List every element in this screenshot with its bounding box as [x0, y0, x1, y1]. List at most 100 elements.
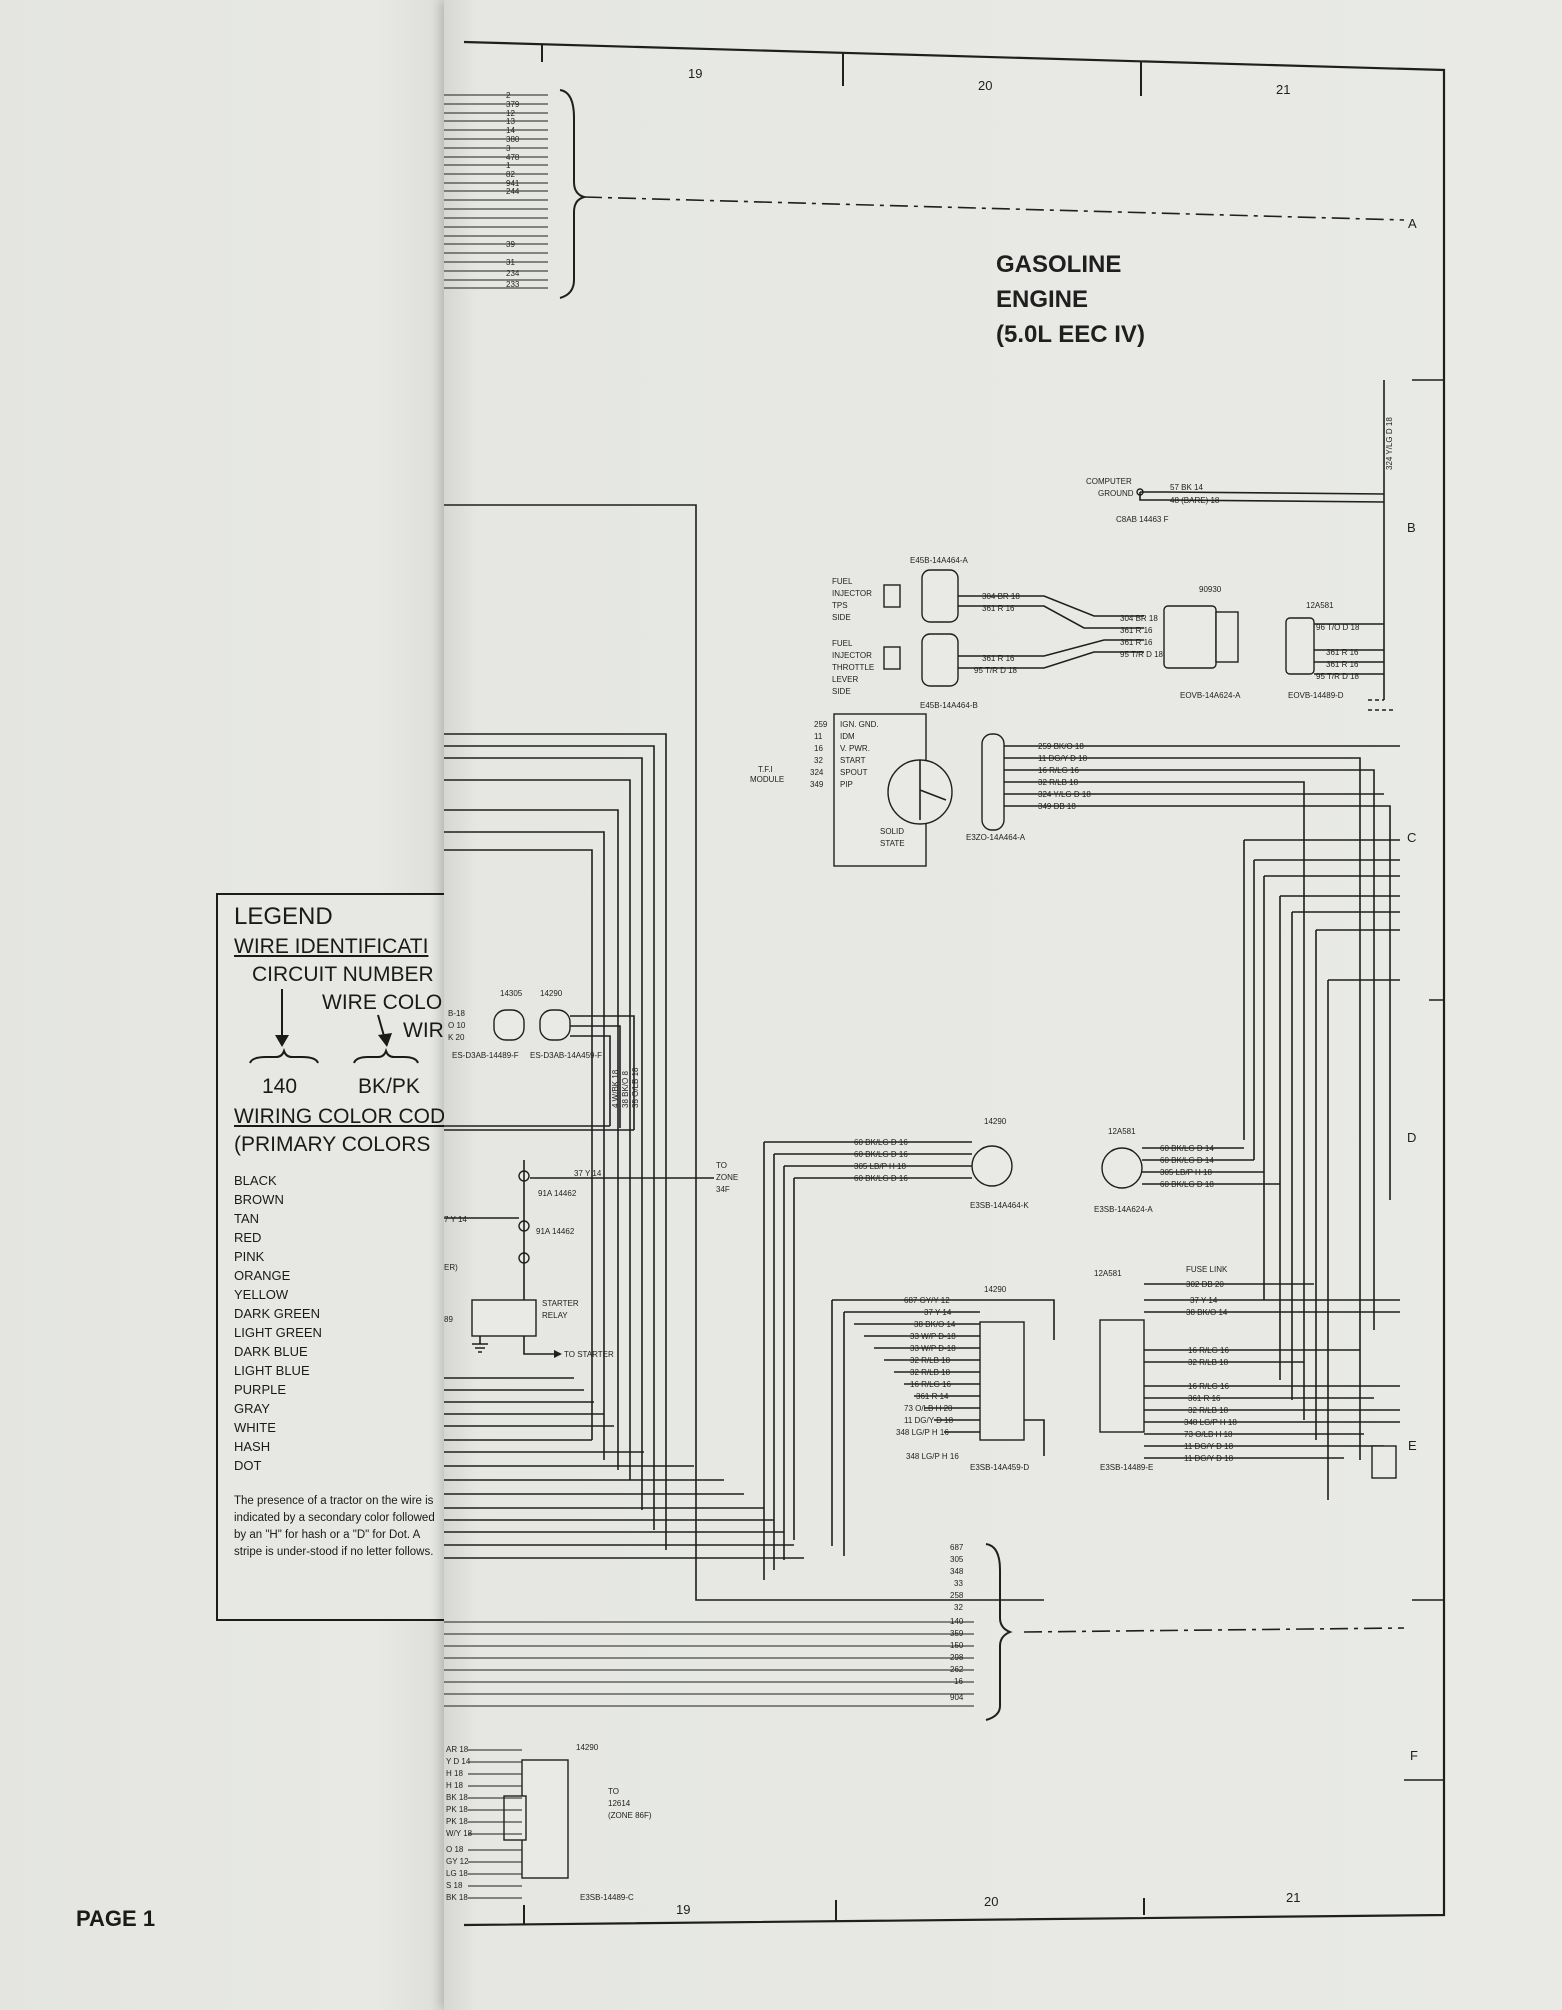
wire-label: 73 O/LB H 18: [1184, 1430, 1233, 1439]
column-label: 21: [1286, 1890, 1300, 1905]
injector-label: LEVER: [832, 675, 858, 684]
wire-label: 361 R 16: [1326, 660, 1359, 669]
bundle-circuit-label: 140: [950, 1617, 964, 1626]
connector-90930: 90930 EOVB-14A624-A 304 BR 18 361 R 16 3…: [1120, 585, 1241, 700]
wire-label: 38 BK/O 14: [914, 1320, 956, 1329]
zone-label: ZONE: [716, 1173, 738, 1182]
legend-primary-colors: (PRIMARY COLORS: [234, 1133, 431, 1156]
starter-label: TO STARTER: [564, 1350, 614, 1359]
wire-label: 32 R/LB 18: [1038, 778, 1079, 787]
pin-name: IDM: [840, 732, 855, 741]
row-label: E: [1408, 1438, 1417, 1453]
connector-12a581-mid: 12A581 E3SB-14A624-A 60 BK/LG D 14 60 BK…: [1094, 1127, 1280, 1214]
module-label: STATE: [880, 839, 905, 848]
wire-label: 11 DG/Y D 18: [1184, 1442, 1234, 1451]
legend-color-item: BROWN: [234, 1192, 284, 1207]
wire-label: B-18: [448, 1009, 465, 1018]
pin-circuit: 349: [810, 780, 824, 789]
module-label: T.F.I: [758, 765, 773, 774]
column-label: 19: [688, 66, 702, 81]
legend-color-item: LIGHT GREEN: [234, 1325, 322, 1340]
wire-label: 361 R 16: [1120, 638, 1153, 647]
page-number: PAGE 1: [76, 1906, 156, 1931]
legend-example-circuit: 140: [262, 1075, 298, 1098]
wire-label: LG 18: [446, 1869, 468, 1878]
connector-part-label: E3SB-14A459-D: [970, 1463, 1029, 1472]
connector-14290-lower: 14290 E3SB-14A459-D 687 GY/Y 12 37 Y 14 …: [831, 1285, 1055, 1556]
pin-circuit: 259: [814, 720, 828, 729]
connector-id: 14290: [576, 1743, 599, 1752]
legend-color-item: PINK: [234, 1249, 265, 1264]
pin-circuit: 32: [814, 756, 823, 765]
zone-label: 34F: [716, 1185, 730, 1194]
wire-label: 16 R/LG 16: [1188, 1346, 1229, 1355]
bottom-wire-bundle: 687 305 348 33 258 32 140 359 150 298 26…: [444, 1543, 1405, 1721]
wire-label: 11 DG/Y D 18: [1184, 1454, 1234, 1463]
wire-label: GY 12: [446, 1857, 469, 1866]
row-label: D: [1407, 1130, 1416, 1145]
pin-name: PIP: [840, 780, 853, 789]
bundle-circuit-label: 150: [950, 1641, 964, 1650]
legend-color-item: DOT: [234, 1458, 262, 1473]
column-label: 20: [978, 78, 992, 93]
top-wire-bundle: 2 379 12 13 14 380 3 478 1 82 941 244 39…: [444, 89, 1405, 299]
wire-label: 361 R 16: [1120, 626, 1153, 635]
bundle-circuit-label: 12: [506, 109, 515, 118]
connector-part-label: ES-D3AB-14489-F: [452, 1051, 519, 1060]
diagram-frame: [463, 40, 1446, 1927]
title-line: GASOLINE: [996, 251, 1121, 278]
fuse-icon: [1371, 1445, 1397, 1479]
connector-id: 90930: [1199, 585, 1222, 594]
arrow-icon: [554, 1350, 562, 1358]
wire-label: 687 GY/Y 12: [904, 1296, 950, 1305]
bundle-circuit-label: 941: [506, 179, 520, 188]
wire-label: 33 W/P D-18: [910, 1344, 956, 1353]
connector-part-label: E3SB-14489-C: [580, 1893, 634, 1902]
wire-label: 361 R 16: [1326, 648, 1359, 657]
injector-label: TPS: [832, 601, 848, 610]
connector-id: 12A581: [1108, 1127, 1136, 1136]
left-page: LEGEND WIRE IDENTIFICATI CIRCUIT NUMBER …: [0, 0, 470, 2010]
fuse-link-label: FUSE LINK: [1186, 1265, 1228, 1274]
connector-part-label: E3SB-14489-E: [1100, 1463, 1153, 1472]
wire-label: 348 LG/P H 16: [906, 1452, 959, 1461]
bundle-circuit-label: 82: [506, 170, 515, 179]
legend-note: The presence of a tractor on the wire is…: [234, 1495, 435, 1558]
bundle-circuit-label: 13: [506, 117, 515, 126]
legend-color-item: LIGHT BLUE: [234, 1363, 310, 1378]
legend-color-item: ORANGE: [234, 1268, 291, 1283]
injector-label: THROTTLE: [832, 663, 874, 672]
wire-label: 32 R/LB 18: [910, 1356, 951, 1365]
right-bus: 324 Y/LG D 18: [1368, 380, 1394, 711]
ground-icon: [472, 1336, 488, 1353]
legend-color-item: WHITE: [234, 1420, 276, 1435]
bundle-circuit-label: 904: [950, 1693, 964, 1702]
cut-label: 89: [444, 1315, 453, 1324]
left-connectors: 14305 14290 B-18 O 10 K 20 ES-D3AB-14489…: [444, 989, 640, 1131]
legend-circuit-number: CIRCUIT NUMBER: [252, 963, 434, 986]
bundle-circuit-label: 31: [506, 258, 515, 267]
diagram-title: GASOLINE ENGINE (5.0L EEC IV): [996, 251, 1145, 348]
wire-label: 324 Y/LG D 18: [1038, 790, 1091, 799]
injector-label: FUEL: [832, 577, 853, 586]
connector-id: 14290: [984, 1117, 1007, 1126]
starter-relay: 37 Y 14 7 Y 14 91A 14462 91A 14462 TO ZO…: [444, 1160, 738, 1359]
legend-color-item: YELLOW: [234, 1287, 289, 1302]
wire-label: 96 T/O D 18: [1316, 623, 1360, 632]
bottom-connector-14290: 14290 E3SB-14489-C TO 12614 (ZONE 86F) A…: [446, 1743, 652, 1902]
connector-tab: [503, 1795, 527, 1841]
injector-label: INJECTOR: [832, 651, 872, 660]
wire-label: O 18: [446, 1845, 464, 1854]
row-labels: A B C D E F: [1407, 216, 1418, 1763]
connector-body: [521, 1759, 569, 1879]
wire-label: 37 Y 14: [574, 1169, 602, 1178]
splice-label: 91A 14462: [538, 1189, 577, 1198]
top-bundle-circuits: 2 379 12 13 14 380 3 478 1 82 941 244 39…: [506, 91, 520, 289]
connector-plug: [1215, 611, 1239, 663]
connector-part-label: EOVB-14A624-A: [1180, 691, 1241, 700]
pin-name: START: [840, 756, 866, 765]
bundle-circuit-label: 298: [950, 1653, 964, 1662]
legend-example-color: BK/PK: [358, 1075, 420, 1098]
bottom-bundle-circuits: 687 305 348 33 258 32 140 359 150 298 26…: [950, 1543, 964, 1702]
connector-part-label: E3SB-14A464-K: [970, 1201, 1029, 1210]
